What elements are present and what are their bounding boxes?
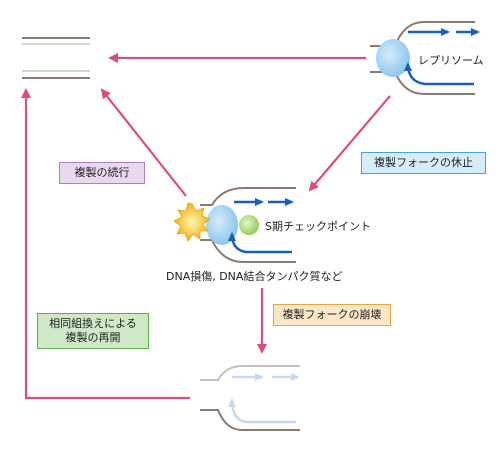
collapsed-fork-icon [200,365,300,431]
replisome-fork-icon [370,21,480,95]
replisome-label: レプリソーム [418,54,484,67]
fork-stall-label: 複製フォークの休止 [374,156,473,169]
dna-damage-label: DNA損傷, DNA結合タンパク質など [166,270,343,283]
arrow-collapse-to-restart [21,88,190,400]
completed-dna-icon [22,37,90,79]
fork-collapse-label: 複製フォークの崩壊 [282,308,382,321]
fork-collapse-box: 複製フォークの崩壊 [273,304,391,326]
checkpoint-protein-icon [239,215,259,235]
pathway-arrows [21,53,391,400]
recombination-line1: 相同組換えによる [49,317,137,330]
arrow-replisome-to-stall [308,95,391,192]
stalled-fork-icon [200,187,296,263]
s-checkpoint-label: S期チェックポイント [265,220,371,233]
recombination-restart-box: 相同組換えによる 複製の再開 [37,313,149,349]
continue-replication-box: 複製の続行 [59,162,145,184]
dna-damage-burst-icon [173,202,211,242]
continue-replication-label: 複製の続行 [74,166,130,179]
arrow-stall-to-continue [100,88,187,197]
recombination-line2: 複製の再開 [65,331,121,344]
fork-stall-box: 複製フォークの休止 [361,152,486,174]
